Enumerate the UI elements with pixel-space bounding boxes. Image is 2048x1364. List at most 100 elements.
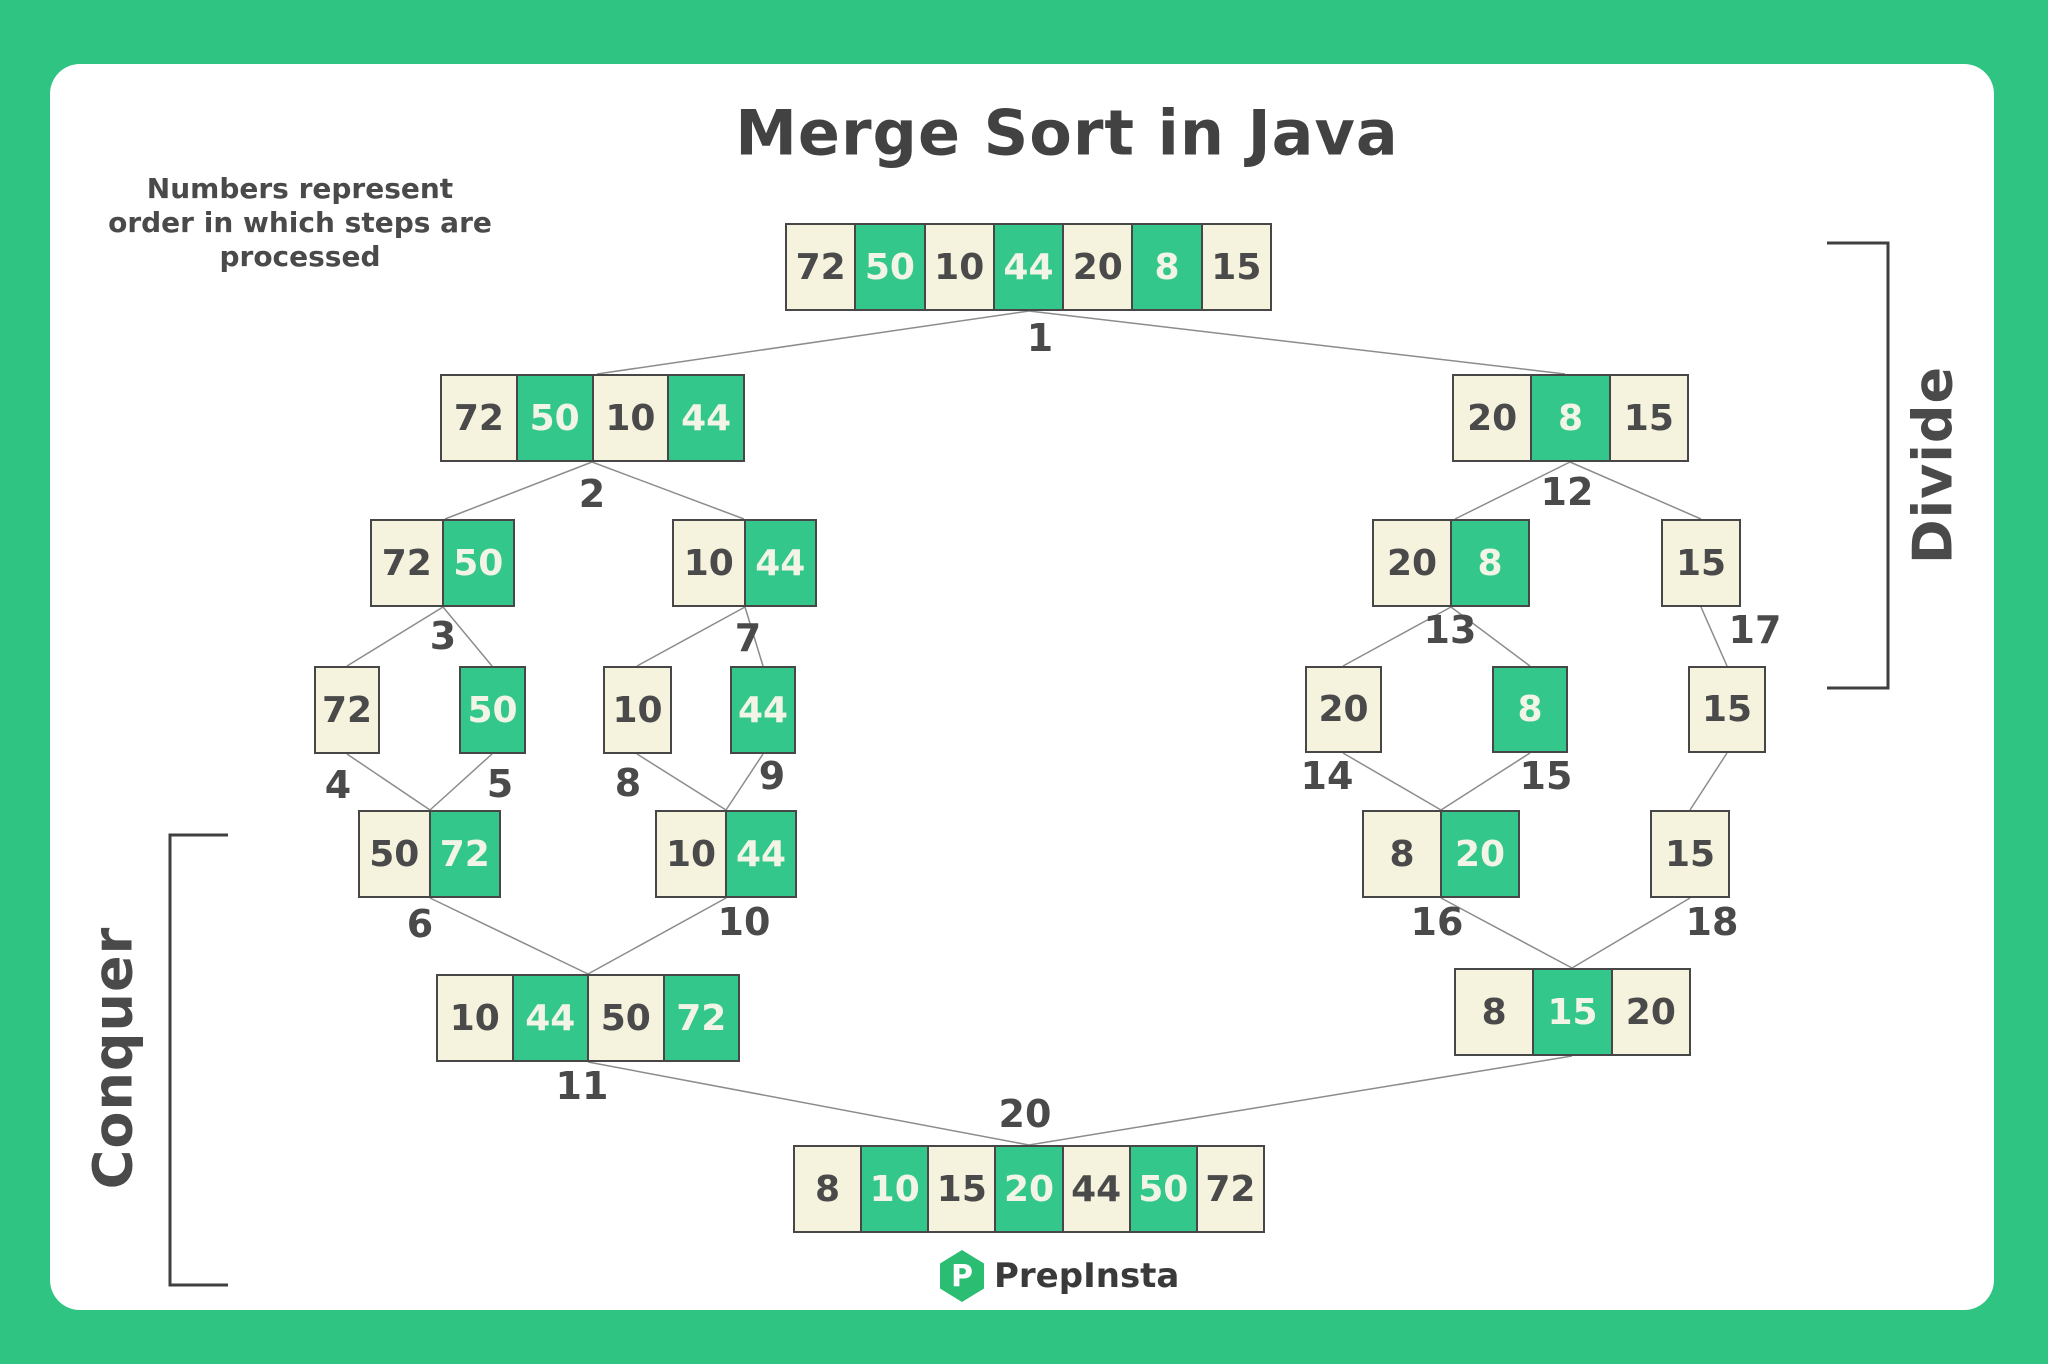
- step-label-9: 9: [758, 754, 786, 798]
- array-cell: 72: [662, 976, 738, 1060]
- array-cell: 10: [657, 812, 725, 896]
- divide-label: Divide: [1901, 365, 1965, 565]
- array-cell: 50: [587, 976, 663, 1060]
- array-cell: 50: [360, 812, 429, 896]
- connector-line: [1689, 752, 1728, 811]
- array-cell: 44: [725, 812, 795, 896]
- array-cell: 20: [994, 1147, 1062, 1231]
- step-label-12: 12: [1540, 470, 1594, 514]
- connector-line: [1571, 897, 1691, 969]
- array-cell: 72: [316, 668, 378, 752]
- array-cell: 20: [1440, 812, 1518, 896]
- step-label-5: 5: [486, 762, 514, 806]
- step-label-6: 6: [406, 902, 434, 946]
- array-single-20: 20: [1305, 666, 1382, 753]
- array-cell: 8: [1456, 970, 1533, 1054]
- step-label-3: 3: [429, 614, 457, 658]
- array-cell: 15: [927, 1147, 995, 1231]
- array-cell: 10: [860, 1147, 928, 1231]
- connector-line: [1342, 752, 1442, 811]
- array-cell: 20: [1307, 668, 1380, 751]
- note-text: Numbers represent order in which steps a…: [70, 172, 530, 274]
- connector-line: [587, 897, 727, 975]
- array-cell: 50: [1128, 1147, 1196, 1231]
- array-single-15-divide: 15: [1661, 519, 1741, 607]
- connector-line: [1569, 461, 1702, 520]
- array-single-10: 10: [603, 666, 672, 754]
- connector-line: [1450, 606, 1531, 667]
- brand-name: PrepInsta: [994, 1256, 1180, 1296]
- array-cell: 15: [1532, 970, 1611, 1054]
- connector-line: [346, 753, 431, 811]
- step-label-4: 4: [324, 763, 352, 807]
- step-label-11: 11: [555, 1064, 609, 1108]
- connector-line: [1440, 897, 1573, 969]
- step-label-17: 17: [1728, 608, 1782, 652]
- step-label-18: 18: [1685, 900, 1739, 944]
- connector-line: [1028, 1055, 1573, 1146]
- connector-line: [744, 606, 764, 667]
- connector-line: [591, 461, 745, 520]
- connector-line: [429, 897, 589, 975]
- array-cell: 72: [1195, 1147, 1263, 1231]
- array-cell: 72: [442, 376, 516, 460]
- array-cell: 8: [1364, 812, 1440, 896]
- array-cell: 50: [854, 225, 924, 309]
- brand-hexagon-icon: P: [940, 1250, 984, 1302]
- array-cell: 15: [1200, 225, 1270, 309]
- array-single-50: 50: [459, 666, 526, 754]
- brand-logo: P PrepInsta: [940, 1250, 1179, 1302]
- array-single-72: 72: [314, 666, 380, 754]
- array-cell: 8: [1131, 225, 1201, 309]
- step-label-1: 1: [1026, 316, 1054, 360]
- divide-bracket: [1827, 241, 1890, 690]
- array-cell: 15: [1690, 668, 1764, 751]
- array-cell: 10: [605, 668, 670, 752]
- array-cell: 50: [461, 668, 524, 752]
- connector-line: [1700, 606, 1728, 667]
- array-cell: 10: [591, 376, 668, 460]
- connector-line: [429, 753, 493, 811]
- array-cell: 72: [428, 812, 499, 896]
- array-cell: 50: [441, 521, 513, 605]
- connector-line: [636, 753, 727, 811]
- page-title: Merge Sort in Java: [735, 96, 1399, 170]
- note-line-1: Numbers represent: [146, 172, 454, 205]
- array-cell: 20: [1374, 521, 1450, 605]
- array-cell: 72: [787, 225, 855, 309]
- array-cell: 44: [511, 976, 587, 1060]
- array-cell: 8: [1450, 521, 1528, 605]
- connector-line: [442, 606, 493, 667]
- step-label-16: 16: [1410, 900, 1464, 944]
- array-single-15-conquer: 15: [1650, 810, 1730, 898]
- conquer-label: Conquer: [81, 926, 145, 1190]
- connector-line: [1028, 310, 1566, 375]
- array-cell: 20: [1062, 225, 1132, 309]
- array-cell: 15: [1663, 521, 1739, 605]
- array-single-15-mid: 15: [1688, 666, 1766, 753]
- connector-line: [596, 310, 1030, 375]
- array-cell: 44: [743, 521, 815, 605]
- array-cell: 10: [923, 225, 993, 309]
- connector-line: [725, 753, 764, 811]
- array-single-44: 44: [730, 666, 796, 754]
- array-single-8: 8: [1492, 666, 1568, 753]
- array-cell: 44: [732, 668, 794, 752]
- array-cell: 44: [1061, 1147, 1129, 1231]
- connector-line: [444, 461, 593, 520]
- connector-line: [587, 1061, 1030, 1146]
- array-cell: 44: [992, 225, 1063, 309]
- array-cell: 15: [1608, 376, 1687, 460]
- step-label-20: 20: [998, 1092, 1052, 1136]
- step-label-14: 14: [1300, 754, 1354, 798]
